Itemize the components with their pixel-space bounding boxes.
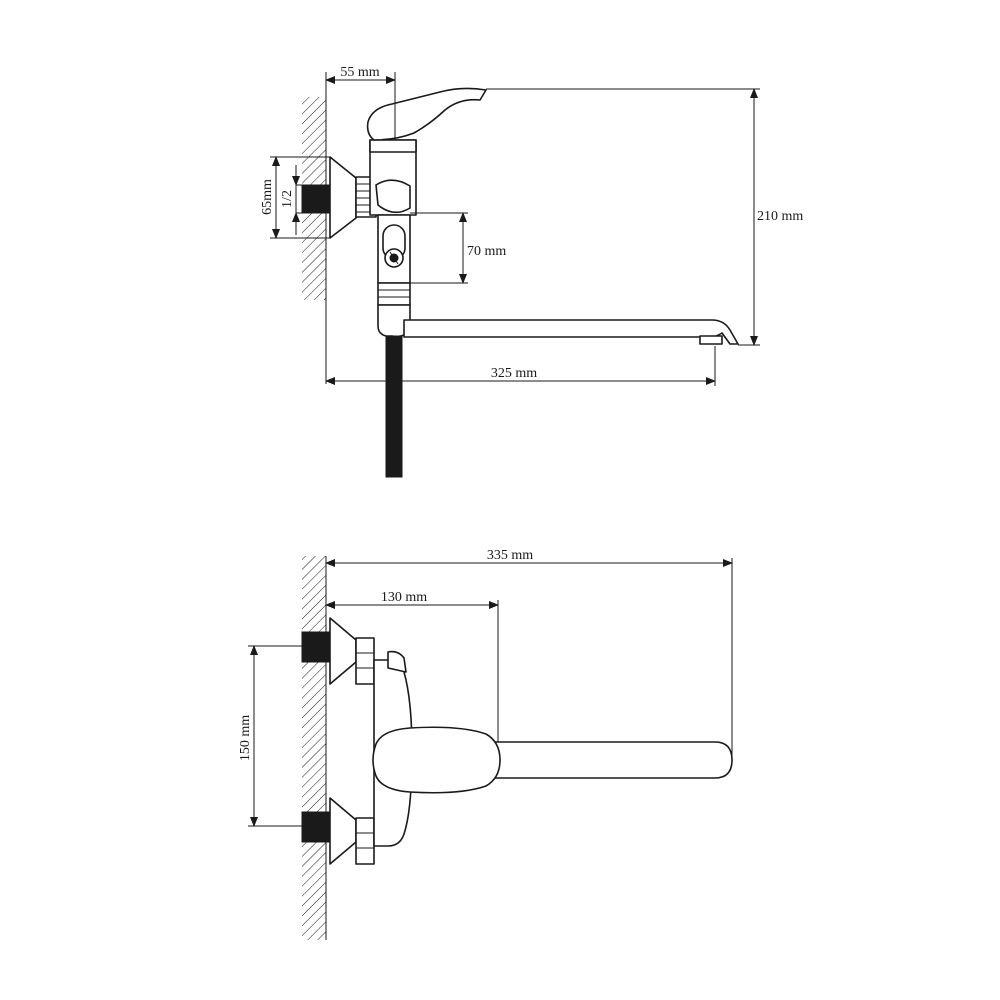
side-wall <box>302 97 327 384</box>
top-lower-connector <box>301 811 331 843</box>
dim-55mm-label: 55 mm <box>340 65 379 80</box>
dim-65mm: 65mm <box>260 156 330 239</box>
dim-130mm: 130 mm <box>325 590 499 742</box>
dim-70mm-label: 70 mm <box>467 244 506 259</box>
dim-335mm: 335 mm <box>325 548 733 760</box>
side-lever-handle <box>366 87 487 141</box>
side-aerator <box>699 335 723 345</box>
side-view: 55 mm 65mm 1/2 70 mm <box>260 65 803 478</box>
dim-325mm: 325 mm <box>325 346 716 386</box>
dim-150mm: 150 mm <box>238 645 302 827</box>
dim-210mm-label: 210 mm <box>757 209 803 224</box>
side-wall-flange <box>329 156 357 239</box>
top-lever-handle <box>372 726 501 794</box>
dim-210mm: 210 mm <box>486 88 803 346</box>
side-mixer-body <box>369 139 417 216</box>
top-diverter-cap <box>387 650 407 673</box>
side-spout <box>403 319 739 345</box>
dim-325mm-label: 325 mm <box>491 366 537 381</box>
dim-thread: 1/2 <box>280 165 302 235</box>
dim-130mm-label: 130 mm <box>381 590 427 605</box>
top-upper-flange <box>329 617 357 685</box>
top-lower-nut <box>355 817 375 865</box>
side-shower-hose <box>385 335 403 478</box>
top-wall <box>302 556 327 940</box>
side-eccentric-connector <box>301 184 331 214</box>
top-lower-flange <box>329 797 357 865</box>
top-spout <box>489 741 733 779</box>
dim-70mm: 70 mm <box>410 212 506 284</box>
top-view: 335 mm 130 mm 150 mm <box>238 548 733 940</box>
side-diverter <box>377 214 411 284</box>
dim-55mm: 55 mm <box>325 65 396 104</box>
top-upper-connector <box>301 631 331 663</box>
dim-150mm-label: 150 mm <box>238 715 253 761</box>
top-upper-nut <box>355 637 375 685</box>
dim-65mm-label: 65mm <box>260 179 275 215</box>
dim-335mm-label: 335 mm <box>487 548 533 563</box>
dim-thread-label: 1/2 <box>280 190 295 208</box>
